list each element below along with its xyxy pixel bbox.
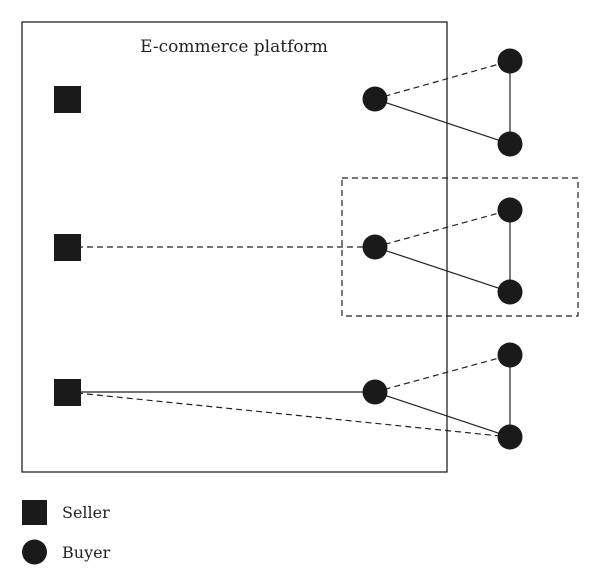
legend-buyer-circle-icon xyxy=(22,539,47,565)
edge-solid xyxy=(374,246,511,293)
buyer-node xyxy=(497,424,523,450)
legend: Seller Buyer xyxy=(22,500,111,565)
buyer-node xyxy=(497,131,523,157)
buyer-node xyxy=(497,342,523,368)
buyer-node xyxy=(497,48,523,74)
buyer-node xyxy=(497,197,523,223)
edge-dashed xyxy=(374,354,511,393)
highlight-box xyxy=(341,177,579,317)
edge-solid xyxy=(374,391,511,438)
edge-dashed xyxy=(374,209,511,248)
legend-buyer-label: Buyer xyxy=(62,543,111,562)
seller-node xyxy=(54,379,81,406)
buyer-node xyxy=(362,86,388,112)
legend-seller-square-icon xyxy=(22,500,47,525)
edge-dashed xyxy=(374,60,511,100)
buyer-node xyxy=(497,279,523,305)
legend-seller-label: Seller xyxy=(62,503,110,522)
platform-boundary xyxy=(21,21,448,473)
edge-dashed xyxy=(66,391,511,438)
edge-solid xyxy=(374,98,511,145)
seller-node xyxy=(54,86,81,113)
buyer-node xyxy=(362,379,388,405)
platform-label: E-commerce platform xyxy=(140,37,328,57)
buyer-node xyxy=(362,234,388,260)
seller-node xyxy=(54,234,81,261)
